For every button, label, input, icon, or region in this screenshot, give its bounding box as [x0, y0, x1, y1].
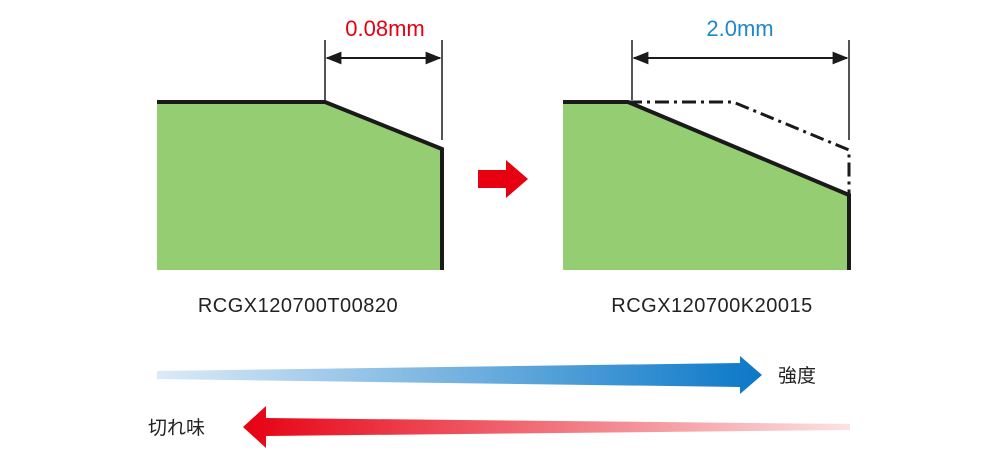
right-arrow-icon	[478, 160, 528, 198]
original-edge-dashdot-outline	[628, 100, 851, 195]
right-dimension-label: 2.0mm	[706, 16, 773, 41]
left-insert: 0.08mm RCGX120700T00820	[157, 16, 444, 317]
sharpness-scale: 切れ味	[148, 406, 850, 448]
right-model-code: RCGX120700K20015	[611, 295, 812, 317]
right-insert: 2.0mm RCGX120700K20015	[563, 16, 851, 317]
right-insert-body	[563, 102, 849, 270]
left-model-code: RCGX120700T00820	[198, 295, 398, 317]
left-insert-outline	[157, 100, 444, 270]
sharpness-label: 切れ味	[148, 417, 205, 439]
strength-scale: 強度	[157, 356, 816, 394]
left-dimension-label: 0.08mm	[345, 16, 424, 41]
strength-gradient-arrow	[157, 356, 762, 394]
strength-label: 強度	[778, 365, 816, 387]
left-insert-body	[157, 102, 442, 270]
sharpness-gradient-arrow	[243, 406, 850, 448]
right-insert-outline	[563, 100, 851, 270]
